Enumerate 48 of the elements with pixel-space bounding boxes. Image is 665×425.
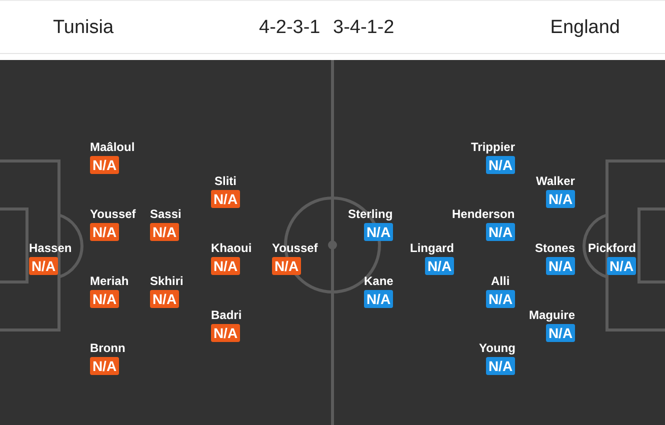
rating-badge: N/A: [425, 257, 454, 275]
rating-badge: N/A: [211, 190, 240, 208]
player-name: Skhiri: [150, 275, 184, 288]
rating-badge: N/A: [546, 190, 575, 208]
player-name: Sassi: [150, 208, 182, 221]
rating-badge: N/A: [150, 290, 179, 308]
player-name: Stones: [535, 242, 576, 255]
rating-badge: N/A: [364, 290, 393, 308]
rating-badge: N/A: [486, 357, 515, 375]
player-name: Sterling: [348, 208, 393, 221]
rating-badge: N/A: [486, 290, 515, 308]
player-name: Alli: [491, 275, 510, 288]
rating-badge: N/A: [211, 257, 240, 275]
player-name: Bronn: [90, 342, 126, 355]
rating-badge: N/A: [486, 223, 515, 241]
player-name: Sliti: [214, 175, 237, 188]
formation-label: 4-2-3-1: [259, 17, 320, 39]
formation-label: 3-4-1-2: [333, 17, 394, 39]
rating-badge: N/A: [90, 357, 119, 375]
player-name: Youssef: [272, 242, 318, 255]
rating-badge: N/A: [90, 223, 119, 241]
rating-badge: N/A: [90, 290, 119, 308]
rating-badge: N/A: [546, 257, 575, 275]
player-name: Kane: [364, 275, 394, 288]
team-name: England: [550, 17, 620, 39]
rating-badge: N/A: [29, 257, 58, 275]
rating-badge: N/A: [486, 156, 515, 174]
rating-badge: N/A: [211, 324, 240, 342]
rating-badge: N/A: [90, 156, 119, 174]
player-name: Youssef: [90, 208, 136, 221]
rating-badge: N/A: [364, 223, 393, 241]
player-name: Badri: [211, 309, 242, 322]
player-name: Maguire: [529, 309, 576, 322]
team-name: Tunisia: [53, 17, 114, 39]
player-name: Walker: [536, 175, 575, 188]
player-name: Pickford: [588, 242, 636, 255]
rating-badge: N/A: [607, 257, 636, 275]
rating-badge: N/A: [546, 324, 575, 342]
player-name: Khaoui: [211, 242, 252, 255]
player-name: Meriah: [90, 275, 129, 288]
player-name: Trippier: [471, 141, 516, 154]
rating-badge: N/A: [150, 223, 179, 241]
player-name: Maâloul: [90, 141, 135, 154]
rating-badge: N/A: [272, 257, 301, 275]
player-name: Hassen: [29, 242, 72, 255]
player-name: Lingard: [410, 242, 454, 255]
player-name: Young: [479, 342, 516, 355]
player-name: Henderson: [452, 208, 515, 221]
